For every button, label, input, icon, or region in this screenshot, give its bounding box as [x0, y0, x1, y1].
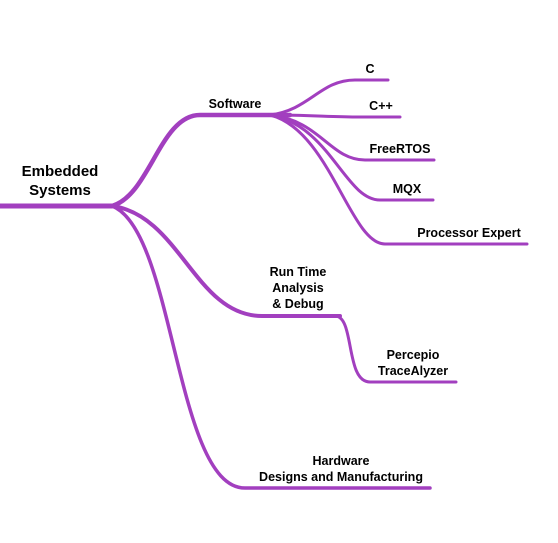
runtime-label-line2: Analysis [272, 281, 323, 295]
software-label: Software [209, 97, 262, 111]
software-child-processor-expert: Processor Expert [417, 226, 521, 240]
link-root-runtime [110, 204, 342, 318]
link-root-hardware [110, 204, 432, 490]
link-root-software [109, 112, 293, 209]
percepio-label-line2: TraceAlyzer [378, 364, 448, 378]
percepio-label-line1: Percepio [387, 348, 440, 362]
root-label-line2: Systems [29, 182, 91, 199]
link-software-processor-expert [268, 113, 529, 246]
link-software-mqx [268, 113, 435, 202]
hardware-label-line1: Hardware [313, 454, 370, 468]
runtime-label-line3: & Debug [272, 297, 323, 311]
software-child-c: C [365, 62, 374, 76]
software-child-freertos: FreeRTOS [370, 142, 431, 156]
runtime-label-line1: Run Time [270, 265, 327, 279]
link-software-cpp [268, 113, 402, 119]
hardware-label-line2: Designs and Manufacturing [259, 470, 423, 484]
link-software-c [268, 78, 390, 117]
root-label-line1: Embedded [22, 163, 99, 180]
software-child-mqx: MQX [393, 182, 422, 196]
link-runtime-percepio [333, 314, 458, 384]
software-child-cpp: C++ [369, 99, 393, 113]
